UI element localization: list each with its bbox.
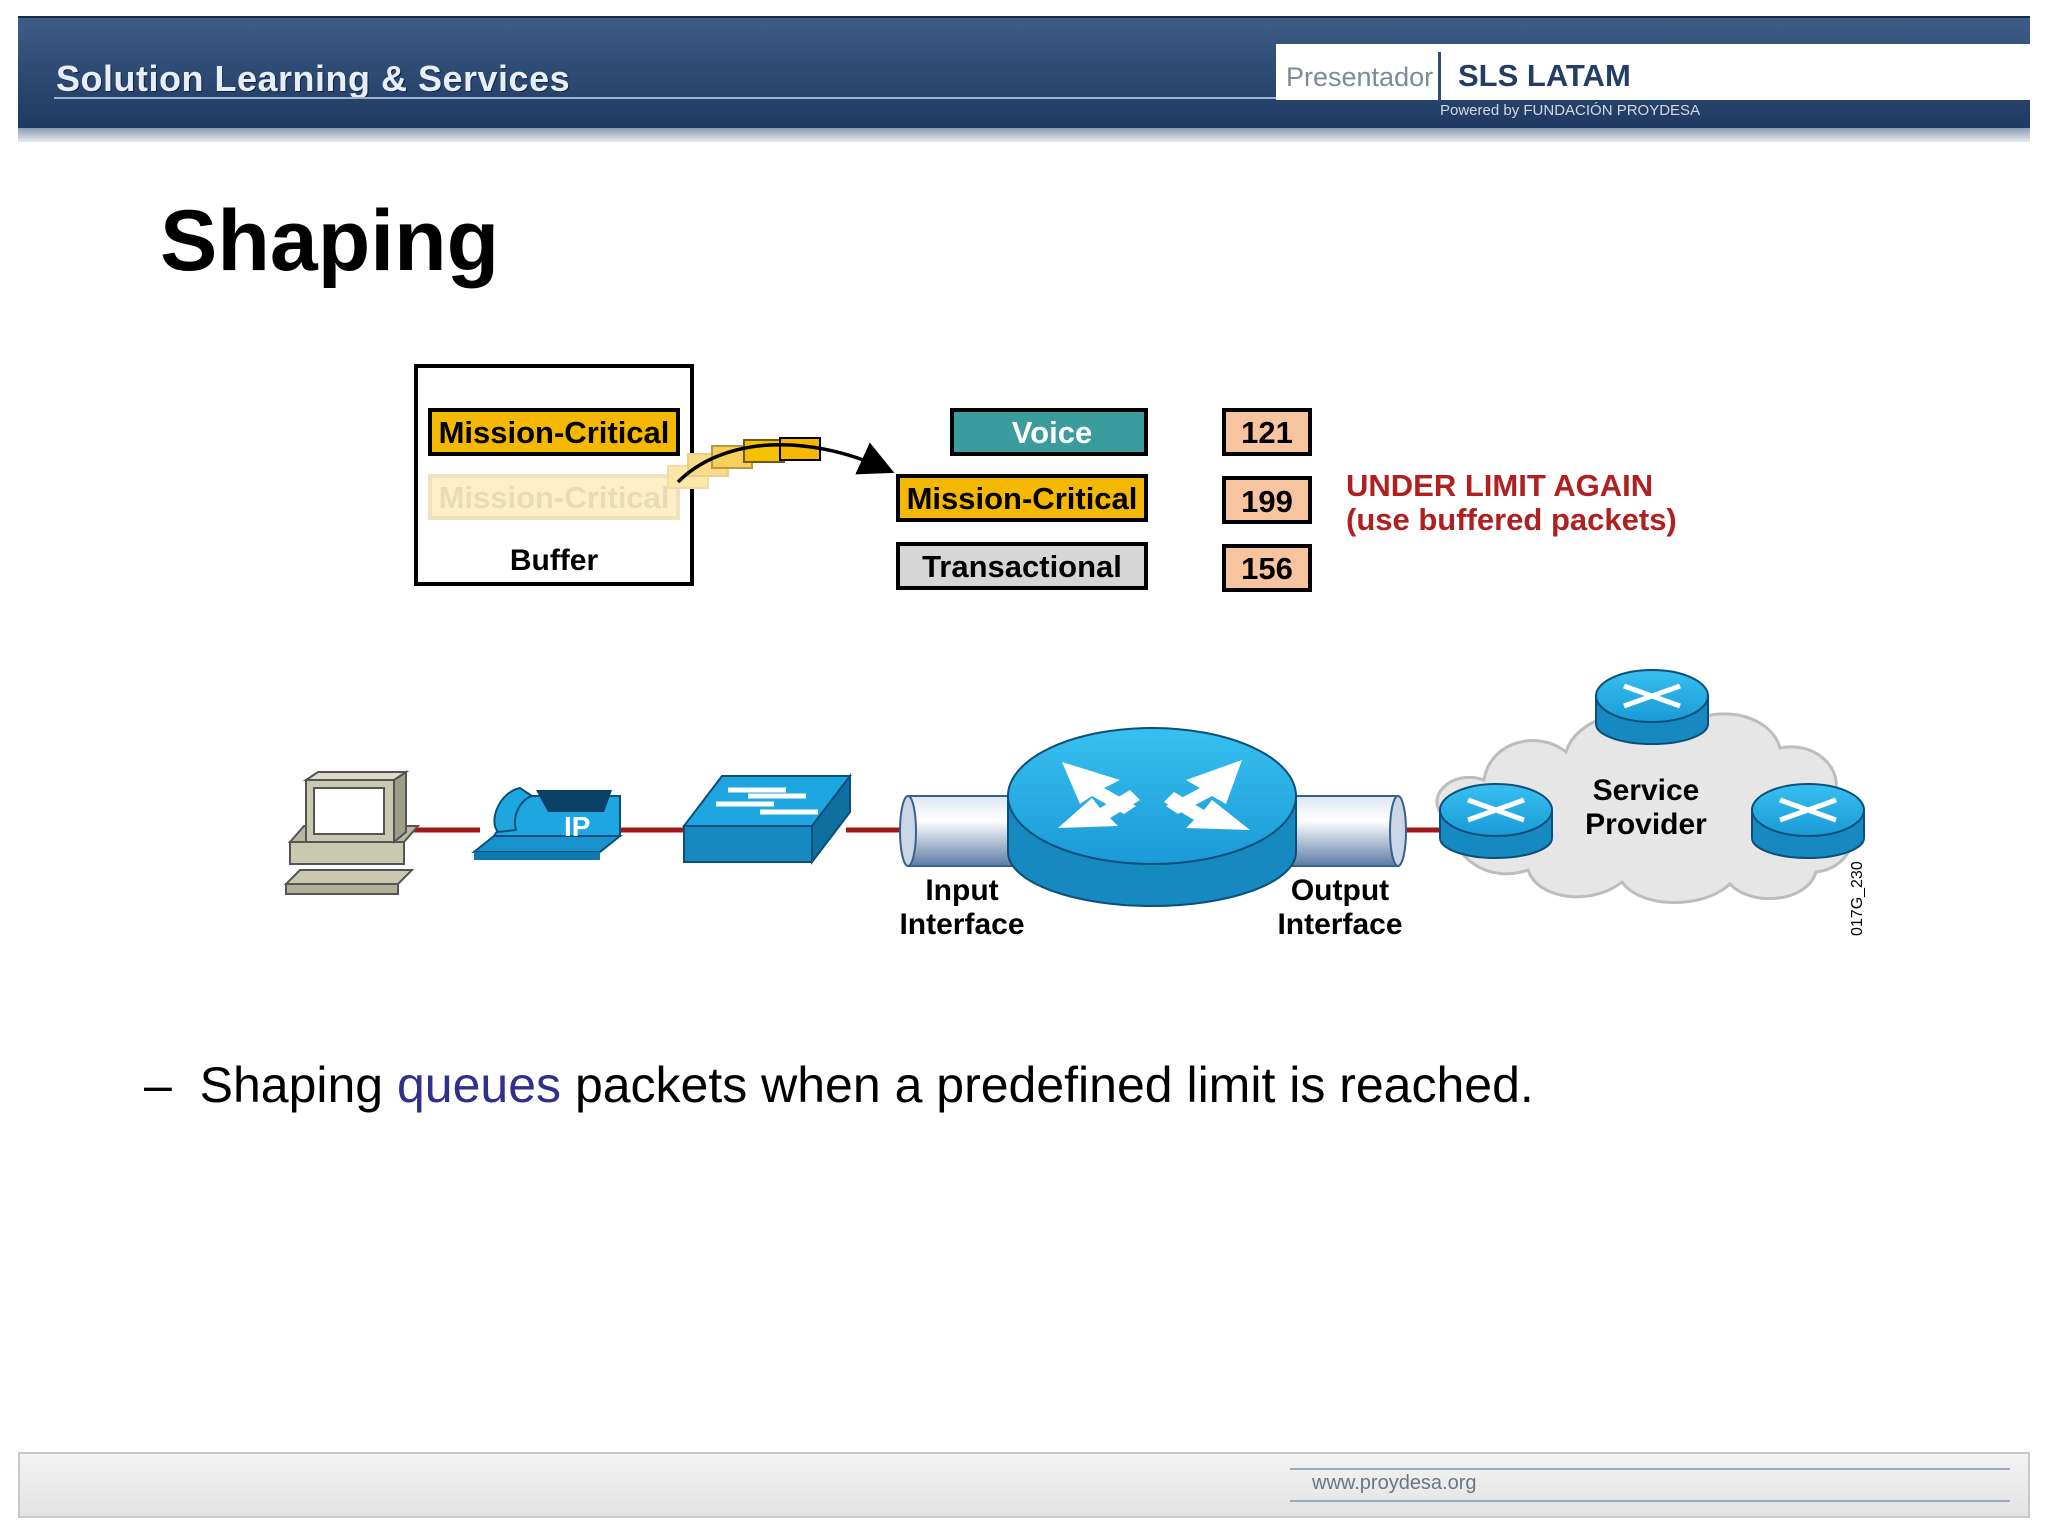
output-interface-label-2: Interface <box>1277 908 1402 941</box>
buffer-packet-primary: Mission-Critical <box>428 408 680 456</box>
switch-icon <box>681 773 853 865</box>
counter-transactional: 156 <box>1222 544 1312 592</box>
buffer-label: Buffer <box>510 544 599 577</box>
queue-voice-label: Voice <box>1012 415 1092 450</box>
counter-transactional-value: 156 <box>1241 551 1293 586</box>
ip-phone-icon: IP <box>471 786 623 860</box>
header-banner: Solution Learning & Services Presentador… <box>18 16 2030 142</box>
queue-voice: Voice <box>950 408 1148 456</box>
buffer-packet-label: Mission-Critical <box>439 415 670 450</box>
output-interface-label-1: Output <box>1291 874 1389 907</box>
bullet-text-after: packets when a predefined limit is reach… <box>561 1057 1534 1113</box>
queue-transactional: Transactional <box>896 542 1148 590</box>
status-line-2: (use buffered packets) <box>1346 502 1677 537</box>
bullet-dash: – <box>144 1057 172 1113</box>
counter-mission-critical-value: 199 <box>1241 484 1293 519</box>
cloud-icon: Service Provider <box>1435 711 1855 904</box>
buffer-box: Mission-Critical Mission-Critical Buffer <box>414 364 694 586</box>
bullet-point: – Shaping queues packets when a predefin… <box>144 1056 1534 1114</box>
header-divider <box>54 97 1294 99</box>
header-brand-panel <box>1276 44 2030 100</box>
queue-mission-critical-label: Mission-Critical <box>907 481 1138 516</box>
brand-name: SLS LATAM <box>1458 58 1631 93</box>
packet-transfer-arrow <box>667 437 895 489</box>
provider-router-left <box>1439 783 1553 859</box>
footer-rule-top <box>1290 1468 2010 1470</box>
buffer-packet-faded-label: Mission-Critical <box>439 480 670 515</box>
router-icon <box>1007 727 1297 907</box>
counter-voice: 121 <box>1222 408 1312 456</box>
buffer-packet-faded: Mission-Critical <box>428 474 680 520</box>
pc-icon <box>283 770 421 895</box>
footer-rule-bottom <box>1290 1500 2010 1502</box>
bullet-text-before: Shaping <box>199 1057 397 1113</box>
counter-mission-critical: 199 <box>1222 476 1312 524</box>
output-interface-tube <box>1279 795 1407 867</box>
input-interface-tube <box>899 795 1019 867</box>
provider-router-top <box>1595 669 1709 745</box>
input-interface-label-1: Input <box>925 874 998 907</box>
cloud-label-line1: Service <box>1593 774 1700 807</box>
footer-url: www.proydesa.org <box>1312 1472 1477 1494</box>
cloud-label-line2: Provider <box>1585 808 1707 841</box>
input-interface-label-2: Interface <box>899 908 1024 941</box>
powered-by-text: Powered by FUNDACIÓN PROYDESA <box>1440 102 1701 119</box>
counter-voice-value: 121 <box>1241 415 1293 450</box>
provider-router-right <box>1751 783 1865 859</box>
bullet-highlight: queues <box>397 1057 562 1113</box>
header-separator <box>1438 52 1441 102</box>
figure-id: 017G_230 <box>1849 861 1866 936</box>
phone-ip-label: IP <box>564 811 590 842</box>
header-title: Solution Learning & Services <box>56 58 571 99</box>
status-line-1: UNDER LIMIT AGAIN <box>1346 468 1653 503</box>
footer-bar <box>18 1452 2030 1518</box>
queue-mission-critical: Mission-Critical <box>896 474 1148 522</box>
presenter-label: Presentador <box>1286 62 1434 92</box>
header-shadow <box>18 128 2030 142</box>
queue-transactional-label: Transactional <box>922 549 1122 584</box>
slide-title: Shaping <box>160 193 500 289</box>
